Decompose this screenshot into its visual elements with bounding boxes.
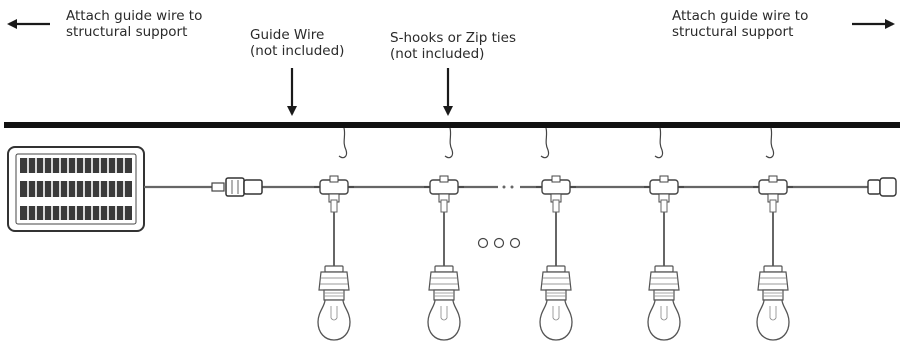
guide-wire-label-line1: Guide Wire (250, 27, 325, 43)
left-support-label-line1: Attach guide wire to (66, 8, 203, 24)
guide-wire-label: Guide Wire (not included) (250, 27, 344, 59)
solar-panel (7, 146, 145, 232)
left-support-label: Attach guide wire to structural support (66, 8, 202, 40)
right-support-label-line1: Attach guide wire to (672, 8, 809, 24)
end-connector (867, 177, 897, 197)
hooks-label-line1: S-hooks or Zip ties (390, 30, 517, 46)
inline-connector (211, 177, 263, 197)
left-support-label-line2: structural support (66, 24, 188, 40)
guide-wire (4, 122, 900, 128)
bulb-unit-1 (313, 127, 355, 341)
hooks-label: S-hooks or Zip ties (not included) (390, 30, 516, 62)
bulb-unit-5 (752, 127, 794, 341)
right-support-label-line2: structural support (672, 24, 794, 40)
bulb-unit-2 (423, 127, 465, 341)
continuation-dots (477, 237, 521, 249)
guide-wire-label-line2: (not included) (250, 43, 345, 59)
hooks-label-line2: (not included) (390, 46, 485, 62)
right-support-label: Attach guide wire to structural support (672, 8, 808, 40)
bulb-unit-4 (643, 127, 685, 341)
bulb-unit-3 (535, 127, 577, 341)
